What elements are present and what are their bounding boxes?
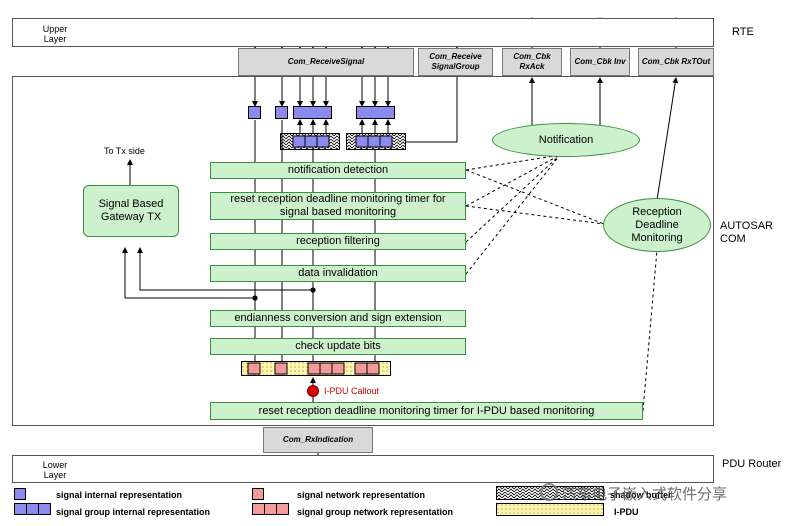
- shadow-buffer: [280, 133, 340, 150]
- autosar-com-label: AUTOSAR COM: [720, 220, 773, 245]
- upper-layer-label: Upper Layer: [42, 24, 68, 44]
- signal-internal-buffer: [275, 106, 288, 119]
- legend-signal-network-label: signal network representation: [297, 490, 426, 500]
- pdu-router-label: PDU Router: [722, 458, 782, 470]
- signal-group-internal-buffer: [293, 106, 332, 119]
- step-notification-detection: notification detection: [210, 162, 466, 179]
- com-cbk-rxtout: Com_Cbk RxTOut: [638, 48, 714, 76]
- legend-shadow-buffer-label: shadow buffer: [610, 490, 672, 500]
- step-endianness-conversion: endianness conversion and sign extension: [210, 310, 466, 327]
- autosar-com-box: [12, 76, 714, 426]
- step-data-invalidation: data invalidation: [210, 265, 466, 282]
- rte-label: RTE: [732, 26, 754, 38]
- lower-layer-label: Lower Layer: [42, 460, 68, 480]
- lower-layer: Lower Layer: [12, 455, 714, 483]
- step-reset-signal-monitoring: reset reception deadline monitoring time…: [210, 192, 466, 220]
- to-tx-side-label: To Tx side: [104, 146, 145, 156]
- legend-signal-group-internal-label: signal group internal representation: [56, 507, 211, 517]
- signal-internal-buffer: [248, 106, 261, 119]
- step-reception-filtering: reception filtering: [210, 233, 466, 250]
- reception-deadline-ellipse: Reception Deadline Monitoring: [603, 198, 711, 252]
- legend-signal-internal-label: signal internal representation: [56, 490, 183, 500]
- signal-group-internal-buffer: [356, 106, 395, 119]
- shadow-buffer: [346, 133, 406, 150]
- step-reset-ipdu-monitoring: reset reception deadline monitoring time…: [210, 402, 643, 420]
- com-cbk-rxack: Com_Cbk RxAck: [502, 48, 562, 76]
- ipdu-callout-icon: [307, 385, 319, 397]
- legend-signal-network-swatch: [252, 488, 264, 500]
- upper-layer: Upper Layer: [12, 18, 714, 47]
- notification-ellipse: Notification: [492, 123, 640, 157]
- legend-signal-internal-swatch: [14, 488, 26, 500]
- com-rx-indication: Com_RxIndication: [263, 427, 373, 453]
- com-cbk-inv: Com_Cbk Inv: [570, 48, 630, 76]
- legend-signal-group-network-label: signal group network representation: [297, 507, 454, 517]
- ipdu-buffer: [241, 361, 391, 376]
- legend-ipdu-label: I-PDU: [614, 507, 639, 517]
- legend-ipdu-swatch: [496, 503, 604, 516]
- com-receive-signal: Com_ReceiveSignal: [238, 48, 414, 76]
- legend-signal-group-network-swatch: [252, 503, 289, 515]
- ipdu-callout-label: I-PDU Callout: [324, 386, 380, 396]
- com-receive-signal-group: Com_Receive SignalGroup: [418, 48, 493, 76]
- watermark-icon: [540, 483, 558, 501]
- signal-gateway-tx: Signal Based Gateway TX: [83, 185, 179, 237]
- legend-signal-group-internal-swatch: [14, 503, 51, 515]
- watermark: 汽车电子嵌入式软件分享: [540, 483, 727, 504]
- watermark-text: 汽车电子嵌入式软件分享: [562, 486, 728, 503]
- step-check-update-bits: check update bits: [210, 338, 466, 355]
